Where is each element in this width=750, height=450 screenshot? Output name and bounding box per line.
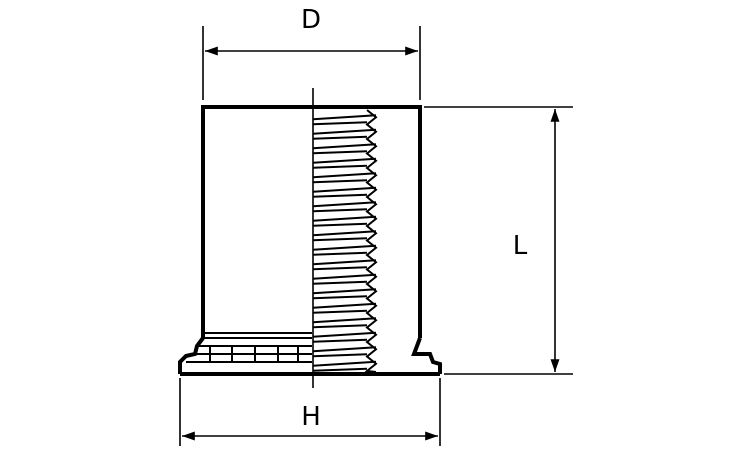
thread-line	[312, 317, 377, 324]
thread-line	[312, 259, 377, 266]
thread-line	[312, 230, 377, 237]
part-outline	[178, 105, 442, 376]
thread-root-line	[312, 164, 368, 169]
knurl-ring	[186, 332, 312, 363]
thread-root-line	[312, 150, 368, 155]
thread-line	[312, 157, 377, 164]
thread-line	[312, 244, 377, 251]
thread-line	[312, 128, 377, 135]
thread-line	[312, 215, 377, 222]
thread-root-line	[312, 280, 368, 285]
thread-line	[312, 114, 377, 121]
dimension-d-label: D	[301, 5, 321, 35]
thread-line	[312, 302, 377, 309]
thread-line	[312, 172, 377, 179]
dimension-l: L	[424, 106, 573, 375]
thread-root-line	[312, 222, 368, 227]
dimension-d: D	[202, 5, 421, 100]
thread-root-line	[312, 353, 368, 358]
thread-line	[312, 360, 377, 367]
thread-line	[312, 346, 377, 353]
thread-root-line	[312, 121, 368, 126]
thread-root-line	[312, 193, 368, 198]
thread-root-line	[312, 367, 368, 372]
thread-line	[312, 331, 377, 338]
thread-root-line	[312, 266, 368, 271]
thread-line	[312, 288, 377, 295]
thread-line	[312, 201, 377, 208]
thread-section	[312, 109, 378, 374]
thread-line	[312, 143, 377, 150]
thread-root-line	[312, 135, 368, 140]
thread-root-line	[312, 295, 368, 300]
thread-root-line	[312, 338, 368, 343]
thread-root-line	[312, 237, 368, 242]
thread-line	[312, 186, 377, 193]
dimension-h-label: H	[301, 402, 321, 432]
thread-root-line	[312, 309, 368, 314]
thread-line	[312, 273, 377, 280]
thread-root-line	[312, 179, 368, 184]
dimension-l-label: L	[513, 231, 528, 261]
thread-root-line	[312, 251, 368, 256]
thread-root-line	[312, 208, 368, 213]
thread-root-line	[312, 324, 368, 329]
dimension-h: H	[179, 378, 441, 446]
